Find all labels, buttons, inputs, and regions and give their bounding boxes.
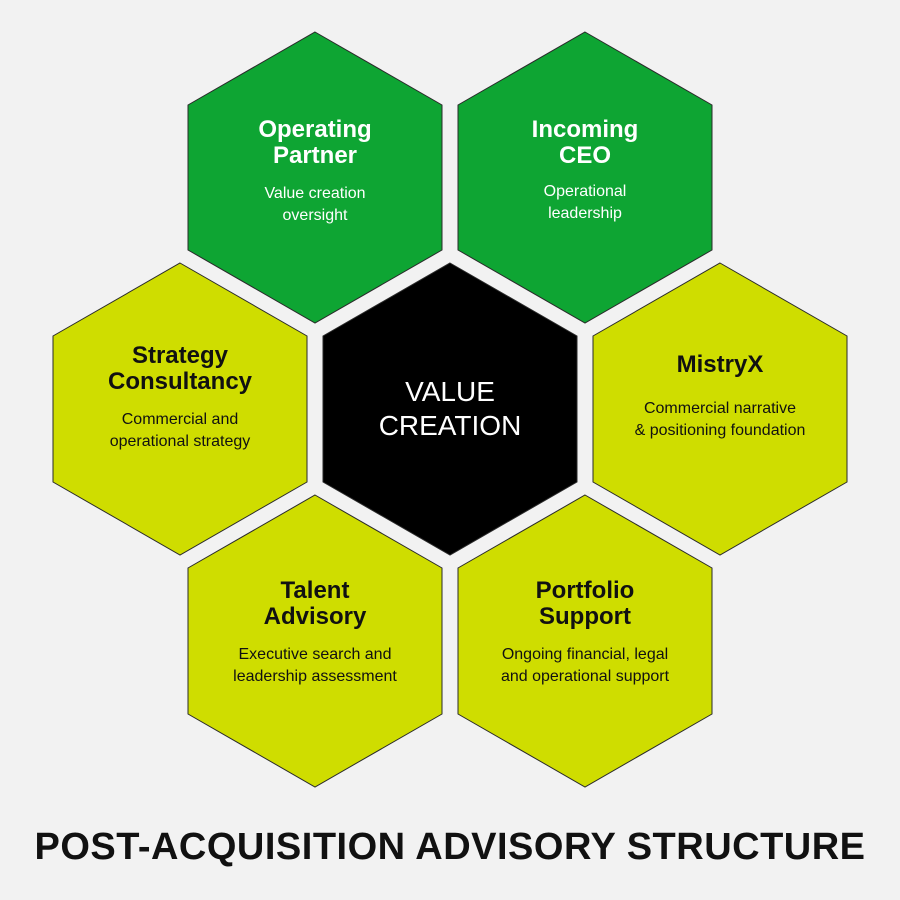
mistryx-label: MistryX Commercial narrative & positioni… — [595, 352, 845, 442]
incoming-ceo-label: Incoming CEO Operational leadership — [460, 117, 710, 225]
talent-advisory-title: Talent Advisory — [190, 578, 440, 630]
mistryx-desc-line2: & positioning foundation — [634, 422, 806, 439]
mistryx-title: MistryX — [595, 352, 845, 378]
operating-partner-title: Operating Partner — [190, 117, 440, 169]
operating-partner-title-line1: Operating — [258, 116, 372, 143]
operating-partner-desc-line2: oversight — [282, 207, 348, 224]
operating-partner-label: Operating Partner Value creation oversig… — [190, 117, 440, 227]
page-title: POST-ACQUISITION ADVISORY STRUCTURE — [34, 826, 866, 868]
incoming-ceo-desc: Operational leadership — [460, 181, 710, 225]
hex-talent-advisory — [187, 494, 443, 788]
incoming-ceo-title-line1: Incoming — [531, 116, 639, 143]
talent-advisory-title-line1: Talent — [280, 577, 350, 604]
incoming-ceo-desc-line2: leadership — [548, 205, 622, 222]
portfolio-support-desc-line2: and operational support — [500, 668, 670, 685]
incoming-ceo-title-line2: CEO — [558, 142, 611, 169]
hex-incoming-ceo — [457, 31, 713, 324]
operating-partner-desc-line1: Value creation — [264, 185, 366, 202]
hex-operating-partner — [187, 31, 443, 324]
incoming-ceo-title: Incoming CEO — [460, 117, 710, 169]
hex-value-creation — [322, 262, 578, 556]
portfolio-support-title-line1: Portfolio — [535, 577, 635, 604]
strategy-consultancy-title-line2: Consultancy — [107, 368, 253, 395]
mistryx-desc: Commercial narrative & positioning found… — [595, 398, 845, 442]
value-creation-line1: VALUE — [405, 376, 495, 407]
incoming-ceo-desc-line1: Operational — [543, 183, 627, 200]
strategy-consultancy-desc-line2: operational strategy — [109, 433, 251, 450]
hex-portfolio-support — [457, 494, 713, 788]
portfolio-support-desc-line1: Ongoing financial, legal — [501, 646, 669, 663]
hex-strategy-consultancy — [52, 262, 308, 556]
strategy-consultancy-title: Strategy Consultancy — [55, 343, 305, 395]
portfolio-support-title: Portfolio Support — [460, 578, 710, 630]
mistryx-desc-line1: Commercial narrative — [643, 400, 797, 417]
strategy-consultancy-title-line1: Strategy — [131, 342, 229, 369]
strategy-consultancy-label: Strategy Consultancy Commercial and oper… — [55, 343, 305, 453]
talent-advisory-label: Talent Advisory Executive search and lea… — [190, 578, 440, 688]
talent-advisory-title-line2: Advisory — [263, 603, 367, 630]
strategy-consultancy-desc: Commercial and operational strategy — [55, 409, 305, 453]
operating-partner-desc: Value creation oversight — [190, 183, 440, 227]
talent-advisory-desc: Executive search and leadership assessme… — [190, 644, 440, 688]
talent-advisory-desc-line1: Executive search and — [238, 646, 392, 663]
hex-mistryx — [592, 262, 848, 556]
operating-partner-title-line2: Partner — [272, 142, 358, 169]
portfolio-support-desc: Ongoing financial, legal and operational… — [460, 644, 710, 688]
value-creation-label: VALUE CREATION — [325, 375, 575, 443]
mistryx-title-line1: MistryX — [676, 351, 764, 378]
value-creation-line2: CREATION — [378, 410, 522, 441]
portfolio-support-label: Portfolio Support Ongoing financial, leg… — [460, 578, 710, 688]
strategy-consultancy-desc-line1: Commercial and — [121, 411, 239, 428]
talent-advisory-desc-line2: leadership assessment — [233, 668, 397, 685]
portfolio-support-title-line2: Support — [539, 603, 631, 630]
